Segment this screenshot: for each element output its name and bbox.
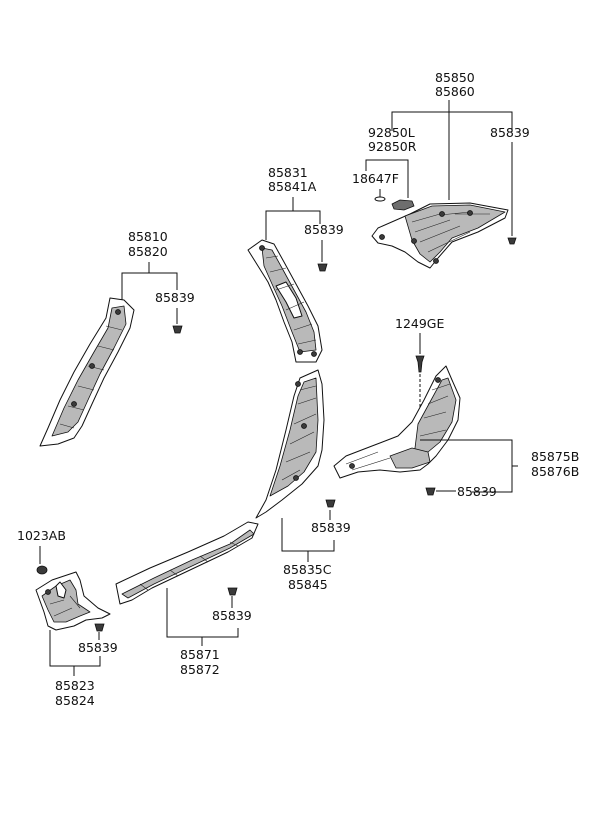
fastener-85839-icon	[317, 263, 328, 272]
clip-icon	[435, 377, 441, 383]
part-number-85841A: 85841A	[268, 179, 317, 194]
trim-texture	[281, 385, 317, 481]
trim-surface-shade	[51, 305, 127, 437]
clip-icon	[439, 211, 445, 217]
trim-texture	[411, 211, 490, 253]
part-number-92850L: 92850L	[368, 125, 415, 140]
b-pillar-upper-group: 85831 85841A 85839	[247, 165, 344, 363]
nut-1023AB-icon	[36, 565, 48, 575]
leader-line	[391, 111, 513, 132]
trim-texture	[139, 541, 239, 591]
trim-surface-shade	[404, 204, 506, 263]
part-number-85823: 85823	[55, 678, 95, 693]
part-number-85810: 85810	[128, 229, 168, 244]
cowl-side-group: 1023AB 85839 85823 85824	[17, 528, 118, 708]
trim-texture	[345, 383, 451, 471]
part-number-1023AB: 1023AB	[17, 528, 66, 543]
a-pillar-group: 85810 85820 85839	[39, 229, 195, 447]
part-number-85824: 85824	[55, 693, 95, 708]
clip-icon	[467, 210, 473, 216]
clip-icon	[411, 238, 417, 244]
fastener-85839-icon	[94, 623, 105, 632]
leader-line	[365, 159, 409, 198]
trim-tab	[55, 581, 67, 599]
trim-surface-shade	[389, 447, 431, 469]
clip-icon	[301, 423, 307, 429]
trim-surface-shade	[269, 377, 319, 497]
clip-icon	[295, 381, 301, 387]
part-number-85839-c: 85839	[457, 484, 497, 499]
clip-icon	[297, 349, 303, 355]
rear-trim-panel-group: 85850 85860 92850L 92850R 85839 18647F	[352, 70, 530, 269]
clip-icon	[71, 401, 77, 407]
clip-icon	[45, 589, 51, 595]
trim-surface-shade	[41, 579, 91, 623]
clip-icon	[89, 363, 95, 369]
part-number-18647F: 18647F	[352, 171, 399, 186]
fastener-85839-icon	[425, 487, 436, 496]
part-number-85839-top: 85839	[490, 125, 530, 140]
bulb	[374, 196, 386, 202]
part-number-1249GE: 1249GE	[395, 316, 444, 331]
fastener-85839-icon	[227, 587, 238, 596]
clip-icon	[293, 475, 299, 481]
part-number-92850R: 92850R	[368, 139, 417, 154]
seatbelt-slot	[275, 281, 303, 319]
part-number-85835C: 85835C	[283, 562, 332, 577]
part-number-85875B: 85875B	[531, 449, 579, 464]
part-number-85839-a: 85839	[155, 290, 195, 305]
clip-icon	[259, 245, 265, 251]
part-number-85871: 85871	[180, 647, 220, 662]
trim-texture	[59, 325, 123, 429]
clip-icon	[349, 463, 355, 469]
clip-icon	[115, 309, 121, 315]
trim-texture	[49, 595, 81, 617]
fastener-85839-icon	[172, 325, 183, 334]
trim-surface-shade	[121, 529, 255, 599]
front-scuff-group: 85839 85871 85872	[115, 521, 259, 677]
part-number-85831: 85831	[268, 165, 308, 180]
clip-icon	[433, 258, 439, 264]
fastener-85839-icon	[325, 499, 336, 508]
clip-icon	[379, 234, 385, 240]
part-number-85876B: 85876B	[531, 464, 579, 479]
clip-icon	[311, 351, 317, 357]
leader-line	[49, 630, 101, 667]
rear-scuff-group: 1249GE 85875B 85876B 85839	[333, 316, 579, 499]
part-number-85839-b: 85839	[304, 222, 344, 237]
part-number-85839-e: 85839	[311, 520, 351, 535]
trim-texture	[265, 255, 317, 345]
room-lamp	[391, 199, 415, 211]
fastener-85839-icon	[507, 237, 517, 245]
part-number-85850: 85850	[435, 70, 475, 85]
part-number-85872: 85872	[180, 662, 220, 677]
b-pillar-lower-group: 85839 85835C 85845	[255, 369, 351, 592]
screw-1249GE-icon	[415, 355, 425, 373]
part-number-85839-f: 85839	[212, 608, 252, 623]
part-number-85820: 85820	[128, 244, 168, 259]
part-number-85860: 85860	[435, 84, 475, 99]
part-number-85845: 85845	[288, 577, 328, 592]
part-number-85839-d: 85839	[78, 640, 118, 655]
